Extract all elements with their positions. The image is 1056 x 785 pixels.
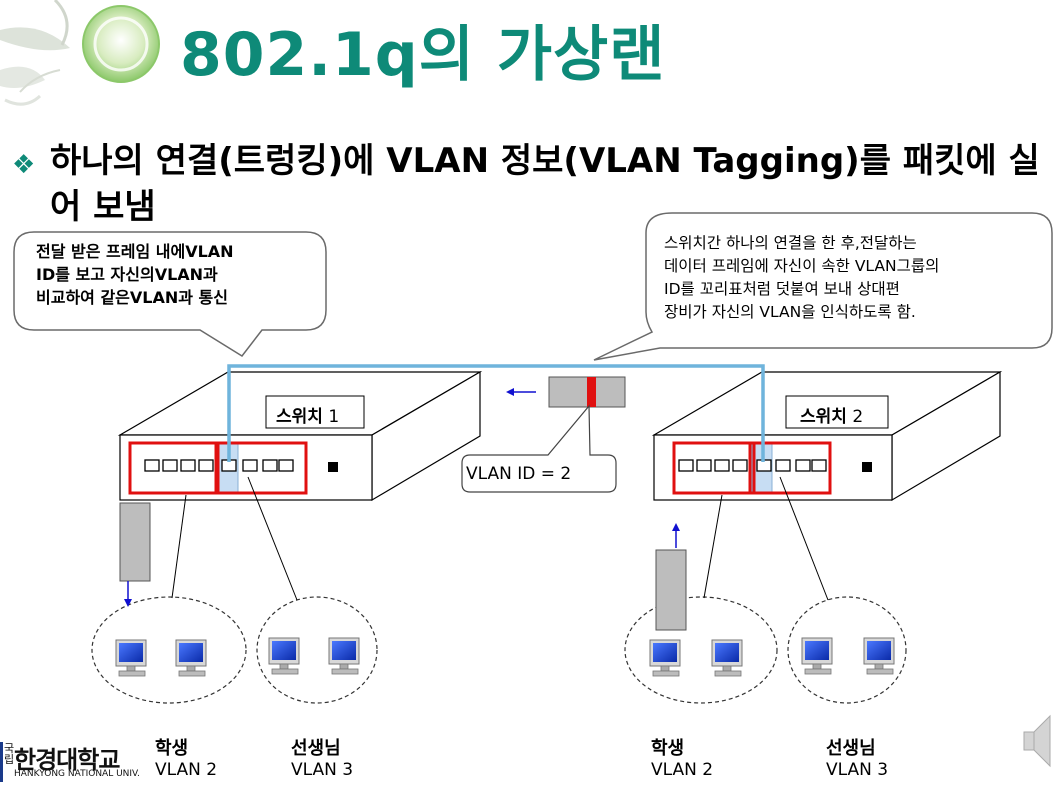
callout-right-bubble: [593, 212, 1053, 361]
tagged-packet: [506, 376, 626, 408]
diamond-bullet-icon: ❖: [12, 150, 36, 180]
callout-left-line: ID를 보고 자신의VLAN과: [36, 265, 218, 284]
frame-from-students-2: [655, 523, 687, 631]
page-title: 802.1q의 가상랜: [180, 20, 666, 90]
group-vlan: VLAN 3: [291, 760, 354, 780]
switch-1-name: 스위치: [276, 407, 323, 427]
switch-1: [117, 370, 483, 502]
desktop-computer-icon: [268, 637, 300, 675]
group-label-teachers-2: 선생님 VLAN 3: [826, 734, 888, 780]
vlan-id-callout-box: [461, 404, 617, 493]
desktop-computer-icon: [801, 637, 833, 675]
callout-left-bubble: [13, 231, 327, 357]
group-circle-students-2: [624, 596, 778, 704]
logo-subtitle: HANKYONG NATIONAL UNIV.: [14, 769, 140, 779]
callout-left-text: 전달 받은 프레임 내에VLAN ID를 보고 자신의VLAN과 비교하여 같은…: [36, 240, 316, 309]
access-links: [171, 476, 829, 601]
desktop-computer-icon: [649, 639, 681, 677]
vlan-id-label: VLAN ID = 2: [466, 464, 572, 484]
group-vlan: VLAN 2: [651, 760, 714, 780]
switch-1-label: 스위치 1: [276, 402, 339, 427]
group-circle-students-1: [91, 596, 247, 704]
group-circle-teachers-1: [256, 596, 378, 704]
logo-prefix: 국립: [4, 742, 15, 766]
group-name: 학생: [155, 738, 189, 759]
callout-left-line: 비교하여 같은VLAN과 통신: [36, 288, 228, 307]
group-name: 선생님: [826, 738, 876, 759]
callout-right-line: 장비가 자신의 VLAN을 인식하도록 함.: [664, 303, 916, 321]
group-name: 학생: [651, 738, 685, 759]
callout-right-line: ID를 꼬리표처럼 덧붙여 보내 상대편: [664, 280, 900, 298]
switch-2-name: 스위치: [800, 407, 847, 427]
desktop-computer-icon: [328, 637, 360, 675]
group-vlan: VLAN 3: [826, 760, 889, 780]
callout-right-line: 데이터 프레임에 자신이 속한 VLAN그룹의: [664, 257, 940, 275]
callout-right-text: 스위치간 하나의 연결을 한 후,전달하는 데이터 프레임에 자신이 속한 VL…: [664, 232, 1044, 324]
speaker-icon[interactable]: [1023, 714, 1051, 768]
green-circle-logo-icon: [82, 5, 160, 83]
switch-2-label: 스위치 2: [800, 402, 863, 427]
desktop-computer-icon: [175, 639, 207, 677]
trunk-link: [227, 364, 765, 462]
leaf-decoration-icon: [0, 0, 70, 106]
group-vlan: VLAN 2: [155, 760, 218, 780]
group-name: 선생님: [291, 738, 341, 759]
switch-2: [651, 370, 1003, 502]
group-circle-teachers-2: [787, 596, 907, 704]
bullet-text: 하나의 연결(트렁킹)에 VLAN 정보(VLAN Tagging)를 패킷에 …: [50, 141, 1040, 227]
logo-name: 한경대학교: [14, 746, 120, 774]
switch-1-number: 1: [328, 407, 340, 427]
desktop-computer-icon: [863, 637, 895, 675]
desktop-computer-icon: [115, 639, 147, 677]
frame-to-students-1: [119, 502, 151, 607]
callout-right-line: 스위치간 하나의 연결을 한 후,전달하는: [664, 234, 917, 252]
logo-bar: [0, 742, 3, 782]
group-label-students-1: 학생 VLAN 2: [155, 734, 217, 780]
group-label-teachers-1: 선생님 VLAN 3: [291, 734, 353, 780]
switch-2-number: 2: [852, 407, 864, 427]
callout-left-line: 전달 받은 프레임 내에VLAN: [36, 242, 234, 261]
desktop-computer-icon: [711, 639, 743, 677]
group-label-students-2: 학생 VLAN 2: [651, 734, 713, 780]
